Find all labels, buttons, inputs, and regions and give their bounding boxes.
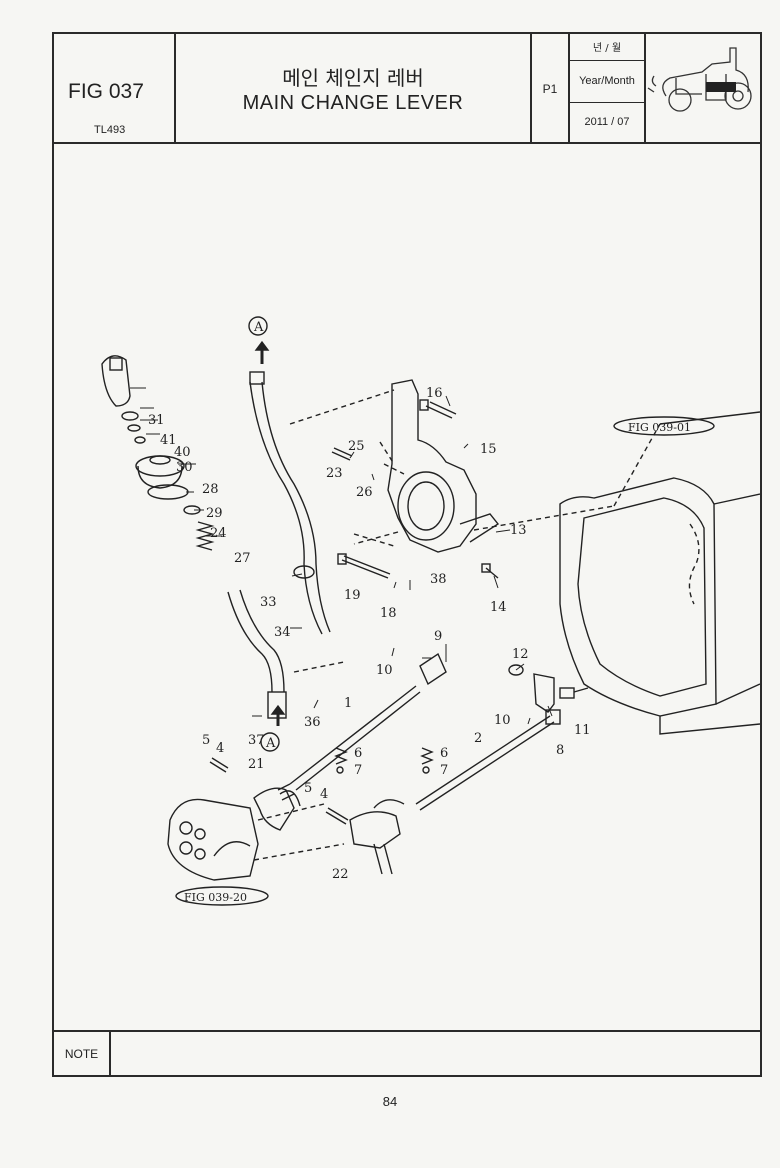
gearbox-housing [167,798,259,881]
callout-7: 7 [354,763,362,778]
callout-21: 21 [248,757,265,772]
callout-34: 34 [274,625,291,640]
callout-7: 7 [440,763,448,778]
callout-6: 6 [440,746,448,761]
date-value: 2011 / 07 [584,116,630,128]
callout-36: 36 [304,715,321,730]
callout-26: 26 [356,485,373,500]
callout-5: 5 [202,733,210,748]
ref-fig-039-20: FIG 039-20 [184,891,247,904]
callout-25: 25 [348,439,365,454]
callout-23: 23 [326,466,343,481]
callout-13: 13 [510,523,527,538]
callout-12: 12 [512,647,529,662]
page-code: P1 [542,82,558,96]
title-english: MAIN CHANGE LEVER [242,92,464,114]
ref-marker-a-top: A [253,320,264,335]
callout-14: 14 [490,600,507,615]
callout-11: 11 [574,723,591,738]
callout-5: 5 [304,781,312,796]
callout-10: 10 [376,663,393,678]
exploded-parts-diagram: A A FIG 039-01 FIG 039-20 1 2 4 4 5 5 6 … [101,316,760,906]
note-label: NOTE [54,1032,111,1077]
callout-1: 1 [344,696,352,711]
callout-9: 9 [434,629,442,644]
title-block: FIG 037 TL493 메인 체인지 레버 MAIN CHANGE LEVE… [54,34,760,144]
callout-24: 24 [210,526,227,541]
callout-19: 19 [344,588,361,603]
callout-37: 37 [248,733,265,748]
callout-29: 29 [206,506,223,521]
figure-number: FIG 037 [68,80,144,103]
callout-18: 18 [380,606,397,621]
model-code: TL493 [94,124,126,136]
callout-27: 27 [234,551,251,566]
shift-lever-33 [249,381,323,635]
title-cell: 메인 체인지 레버 MAIN CHANGE LEVER [176,34,532,142]
callout-41: 41 [160,433,177,448]
knob-31 [101,355,131,407]
callout-38: 38 [430,572,447,587]
shift-fork-22 [349,811,401,849]
page-code-cell: P1 [532,34,570,142]
lever-34 [227,591,273,693]
transmission-case [559,477,717,717]
callout-4: 4 [320,787,328,802]
callout-10: 10 [494,713,511,728]
lever-housing-15 [387,379,477,553]
tractor-icon [647,47,752,112]
callout-22: 22 [332,867,349,882]
ref-fig-039-01: FIG 039-01 [628,421,691,434]
ref-marker-a-bottom: A [265,736,276,751]
page-number: 84 [382,1094,398,1109]
callout-40: 40 [174,445,191,460]
callout-6: 6 [354,746,362,761]
figure-cell: FIG 037 TL493 [54,34,176,142]
page-frame: FIG 037 TL493 메인 체인지 레버 MAIN CHANGE LEVE… [52,32,762,1077]
date-label-korean: 년 / 월 [570,38,644,61]
shift-rod-2 [415,715,555,811]
callout-28: 28 [202,482,219,497]
callout-16: 16 [426,386,443,401]
date-label-english: Year/Month [570,61,644,103]
note-row: NOTE [54,1030,760,1077]
title-korean: 메인 체인지 레버 [282,66,424,90]
callout-30: 30 [176,460,193,475]
callout-2: 2 [474,731,482,746]
shift-rod-1 [289,685,421,791]
shift-fork-21 [253,787,295,831]
callout-31: 31 [148,413,165,428]
tractor-icon-cell [646,34,760,142]
callout-33: 33 [260,595,277,610]
callout-15: 15 [480,442,497,457]
callout-4: 4 [216,741,224,756]
date-cell: 년 / 월 Year/Month 2011 / 07 [570,34,646,142]
callout-8: 8 [556,743,564,758]
